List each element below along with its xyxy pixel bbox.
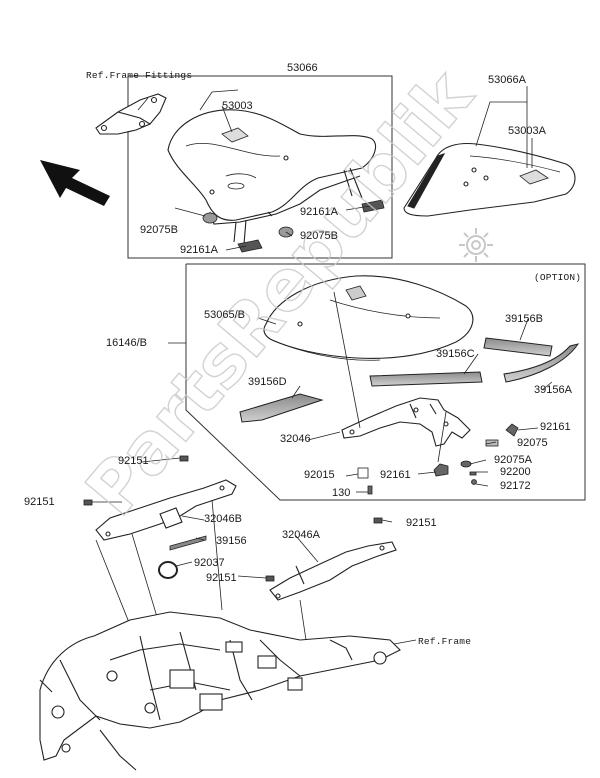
stay-39156 (169, 535, 207, 551)
part-39156C: 39156C (436, 348, 475, 360)
screws (83, 455, 383, 582)
ref-frame-fittings-label: Ref.Frame Fittings (86, 70, 193, 81)
part-92161-2: 92161 (380, 469, 411, 481)
part-53065B: 53065/B (204, 309, 245, 321)
pad-39156B (483, 337, 553, 357)
part-39156A: 39156A (534, 384, 572, 396)
gear-icon (459, 228, 493, 262)
part-92075: 92075 (517, 437, 548, 449)
frame-fittings-bracket (95, 93, 167, 135)
part-53066: 53066 (287, 62, 318, 74)
part-32046: 32046 (280, 433, 311, 445)
part-92200: 92200 (500, 466, 531, 478)
part-92161A-2: 92161A (180, 244, 218, 256)
seat-group-box (127, 75, 393, 259)
ref-frame-label: Ref.Frame (418, 636, 472, 647)
option-label: (OPTION) (534, 272, 582, 283)
part-92172: 92172 (500, 480, 531, 492)
leader-lines (92, 86, 553, 649)
part-53003: 53003 (222, 100, 253, 112)
part-53066A: 53066A (488, 74, 526, 86)
part-92015: 92015 (304, 469, 335, 481)
part-92151-4: 92151 (206, 572, 237, 584)
front-arrow-icon (40, 160, 110, 206)
part-32046B: 32046B (204, 513, 242, 525)
part-53003A: 53003A (508, 125, 546, 137)
part-92037: 92037 (194, 557, 225, 569)
part-92151-2: 92151 (24, 496, 55, 508)
part-39156: 39156 (216, 535, 247, 547)
part-16146B: 16146/B (106, 337, 147, 349)
part-92151-3: 92151 (406, 517, 437, 529)
pad-39156D (239, 393, 324, 423)
seat-cover-53066A (403, 142, 576, 217)
part-92075B-2: 92075B (300, 230, 338, 242)
pad-39156A (503, 343, 580, 383)
part-39156D: 39156D (248, 376, 287, 388)
part-92151-1: 92151 (118, 455, 149, 467)
part-130: 130 (332, 487, 351, 499)
grommet-92037 (158, 561, 178, 579)
bracket-32046 (341, 397, 471, 447)
part-39156B: 39156B (505, 313, 543, 325)
frame-illustration (39, 611, 401, 771)
bracket-32046B (95, 479, 237, 541)
seat-53066 (167, 109, 377, 245)
part-92075A: 92075A (494, 454, 532, 466)
option-group-box (185, 263, 586, 501)
part-92161A-1: 92161A (300, 206, 338, 218)
bracket-32046A (269, 541, 397, 601)
pad-39156C (369, 371, 483, 387)
part-92075B-1: 92075B (140, 224, 178, 236)
seat-cowl-53065B (263, 275, 474, 361)
part-92161-1: 92161 (540, 421, 571, 433)
part-32046A: 32046A (282, 529, 320, 541)
